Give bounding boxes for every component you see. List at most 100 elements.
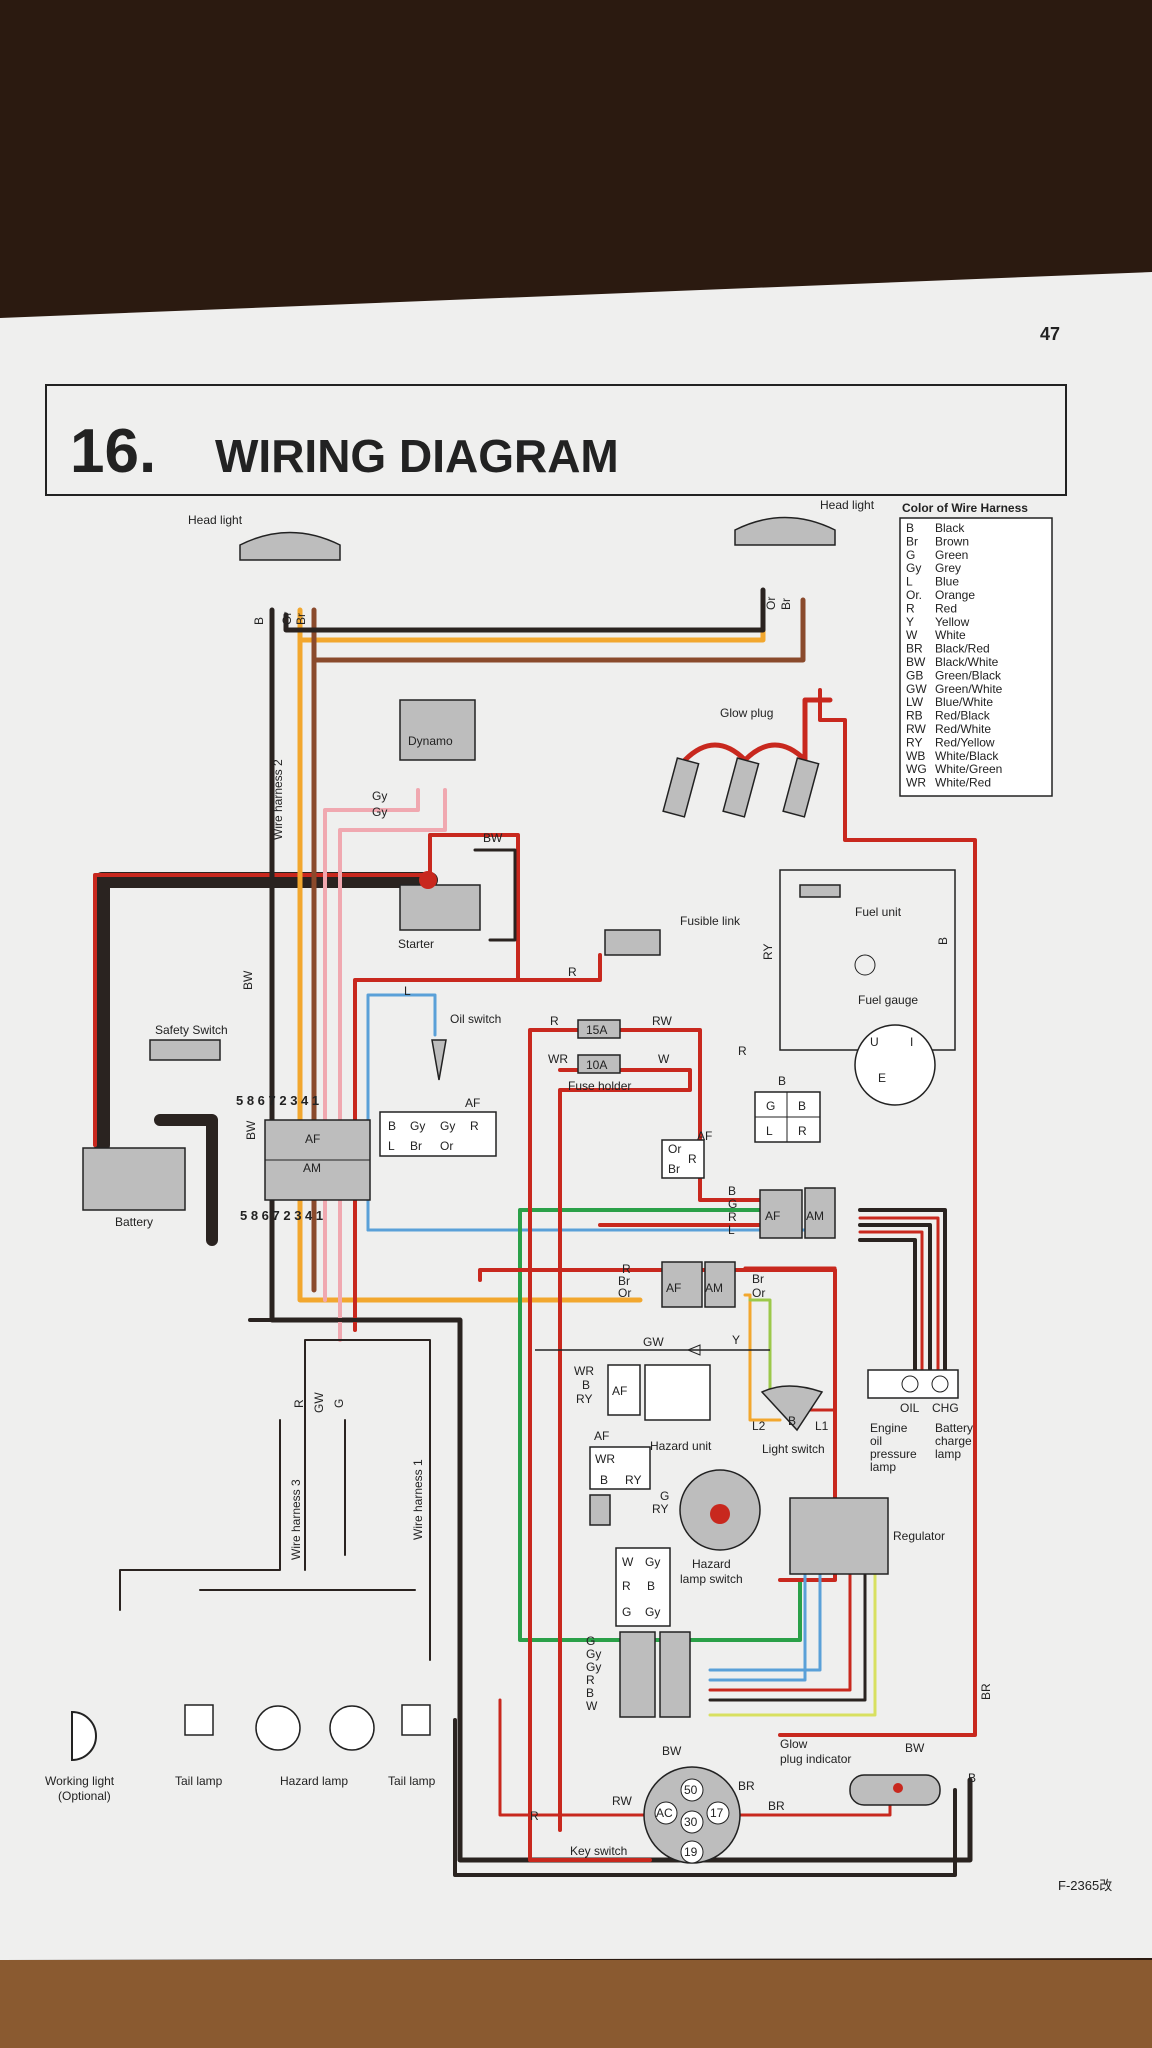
pin: Gy [440, 1119, 455, 1133]
wire-label: W [658, 1052, 670, 1066]
pin: L [388, 1139, 395, 1153]
safety-switch-label: Safety Switch [155, 1023, 228, 1037]
pin: B [798, 1099, 806, 1113]
pin: W [622, 1555, 634, 1569]
glow-plug: Glow plug [662, 697, 833, 818]
wire-label: RW [612, 1794, 632, 1808]
legend-color: White/Green [935, 762, 1002, 776]
lamp-label-line: lamp [870, 1460, 896, 1474]
legend-code: RW [906, 722, 926, 736]
wire-label: E [878, 1071, 886, 1085]
wire-label: L [728, 1223, 735, 1237]
wire-label: Gy [372, 805, 387, 819]
wire-label: Or [280, 612, 294, 625]
head-light-right: Head light Or Br [734, 498, 875, 610]
legend-code: Or. [906, 588, 922, 602]
wire-ground-battery [154, 1114, 218, 1246]
af-label: AF [612, 1384, 627, 1398]
wire-dynamo-pink [323, 788, 447, 1342]
hazard-lamp-switch-label: lamp switch [680, 1572, 743, 1586]
figure-code: F-2365改 [1058, 1878, 1112, 1893]
wire-label: Gy [586, 1647, 601, 1661]
legend-code: WR [906, 776, 926, 790]
wire-battery-black [94, 872, 438, 1153]
wire-red-right [778, 688, 977, 1737]
legend-color: Black/Red [935, 642, 990, 656]
pin: WR [595, 1452, 615, 1466]
wire-label: BW [241, 970, 255, 990]
wire-oil-blue [366, 993, 437, 1232]
wire-label: B [582, 1378, 590, 1392]
wire-label: R [568, 965, 577, 979]
oil-switch: Oil switch L [404, 984, 501, 1081]
floor [0, 1960, 1152, 2048]
wire-label: BW [483, 831, 503, 845]
wire-label: RW [652, 1014, 672, 1028]
pin: R [470, 1119, 479, 1133]
wire-harness3 [119, 1339, 431, 1661]
lamp-label-line: lamp [935, 1447, 961, 1461]
wire-label: B [252, 617, 266, 625]
legend-box [899, 517, 1053, 797]
glow-plug-indicator-label: Glow [780, 1737, 808, 1751]
wire-label: L2 [752, 1419, 766, 1433]
pin: G [622, 1605, 631, 1619]
wire-label: Br [618, 1274, 630, 1288]
wire-charge-red [858, 1216, 940, 1377]
fuse-15a: 15A [586, 1023, 607, 1037]
wire-label: R [292, 1399, 306, 1408]
pin: R [798, 1124, 807, 1138]
starter: Starter BW [398, 831, 503, 951]
legend-color: Green/White [935, 682, 1003, 696]
legend-color: Green [935, 548, 968, 562]
wire-label: RY [761, 944, 775, 960]
regulator: Regulator [789, 1497, 945, 1575]
legend-code: GW [906, 682, 927, 696]
lamp-label-line: charge [935, 1434, 972, 1448]
wire-label: Or [618, 1286, 631, 1300]
legend-code: WB [906, 749, 925, 763]
wire-label: BR [979, 1683, 993, 1700]
pin: Gy [410, 1119, 425, 1133]
af-label: AF [666, 1281, 681, 1295]
am-label: AM [303, 1161, 321, 1175]
wire-label: B [728, 1184, 736, 1198]
legend-color: Black/White [935, 655, 999, 669]
wire-label: I [910, 1035, 913, 1049]
safety-switch: Safety Switch BW [149, 970, 255, 1061]
glow-plug-label: Glow plug [720, 706, 773, 720]
pin: L [766, 1124, 773, 1138]
wire-label: GW [312, 1392, 326, 1413]
wire-label: BW [662, 1744, 682, 1758]
pin: Gy [645, 1555, 660, 1569]
wire-label: R [586, 1673, 595, 1687]
battery: Battery [82, 1147, 186, 1229]
wire-label: R [622, 1262, 631, 1276]
af-label: AF [697, 1129, 712, 1143]
af-label: AF [594, 1429, 609, 1443]
tail-lamp-right-label: Tail lamp [388, 1774, 436, 1788]
legend-code: Y [906, 615, 914, 629]
starter-label: Starter [398, 937, 434, 951]
legend-color: Yellow [935, 615, 970, 629]
wire-label: Gy [586, 1660, 601, 1674]
af-label: AF [305, 1132, 320, 1146]
legend-code: RY [906, 735, 922, 749]
legend-title: Color of Wire Harness [902, 501, 1028, 515]
am-label: AM [705, 1281, 723, 1295]
battery-label: Battery [115, 1215, 153, 1229]
key-switch: 50 AC 30 17 19 Key switch BW RW BR R BR [530, 1744, 785, 1864]
fuel-unit-label: Fuel unit [855, 905, 902, 919]
hazard-lamp-switch-label: Hazard [692, 1557, 731, 1571]
hazard-lamp-switch: G RY Hazard lamp switch [589, 1469, 761, 1586]
wire-label: BR [738, 1779, 755, 1793]
af-label: AF [765, 1209, 780, 1223]
legend-code: B [906, 521, 914, 535]
connector-af-am-2: AF AM R Br Or Br Or GW Y [535, 1261, 770, 1356]
head-light-left: Head light B Or Br [188, 513, 341, 625]
fusible-link: Fusible link R [568, 914, 741, 979]
